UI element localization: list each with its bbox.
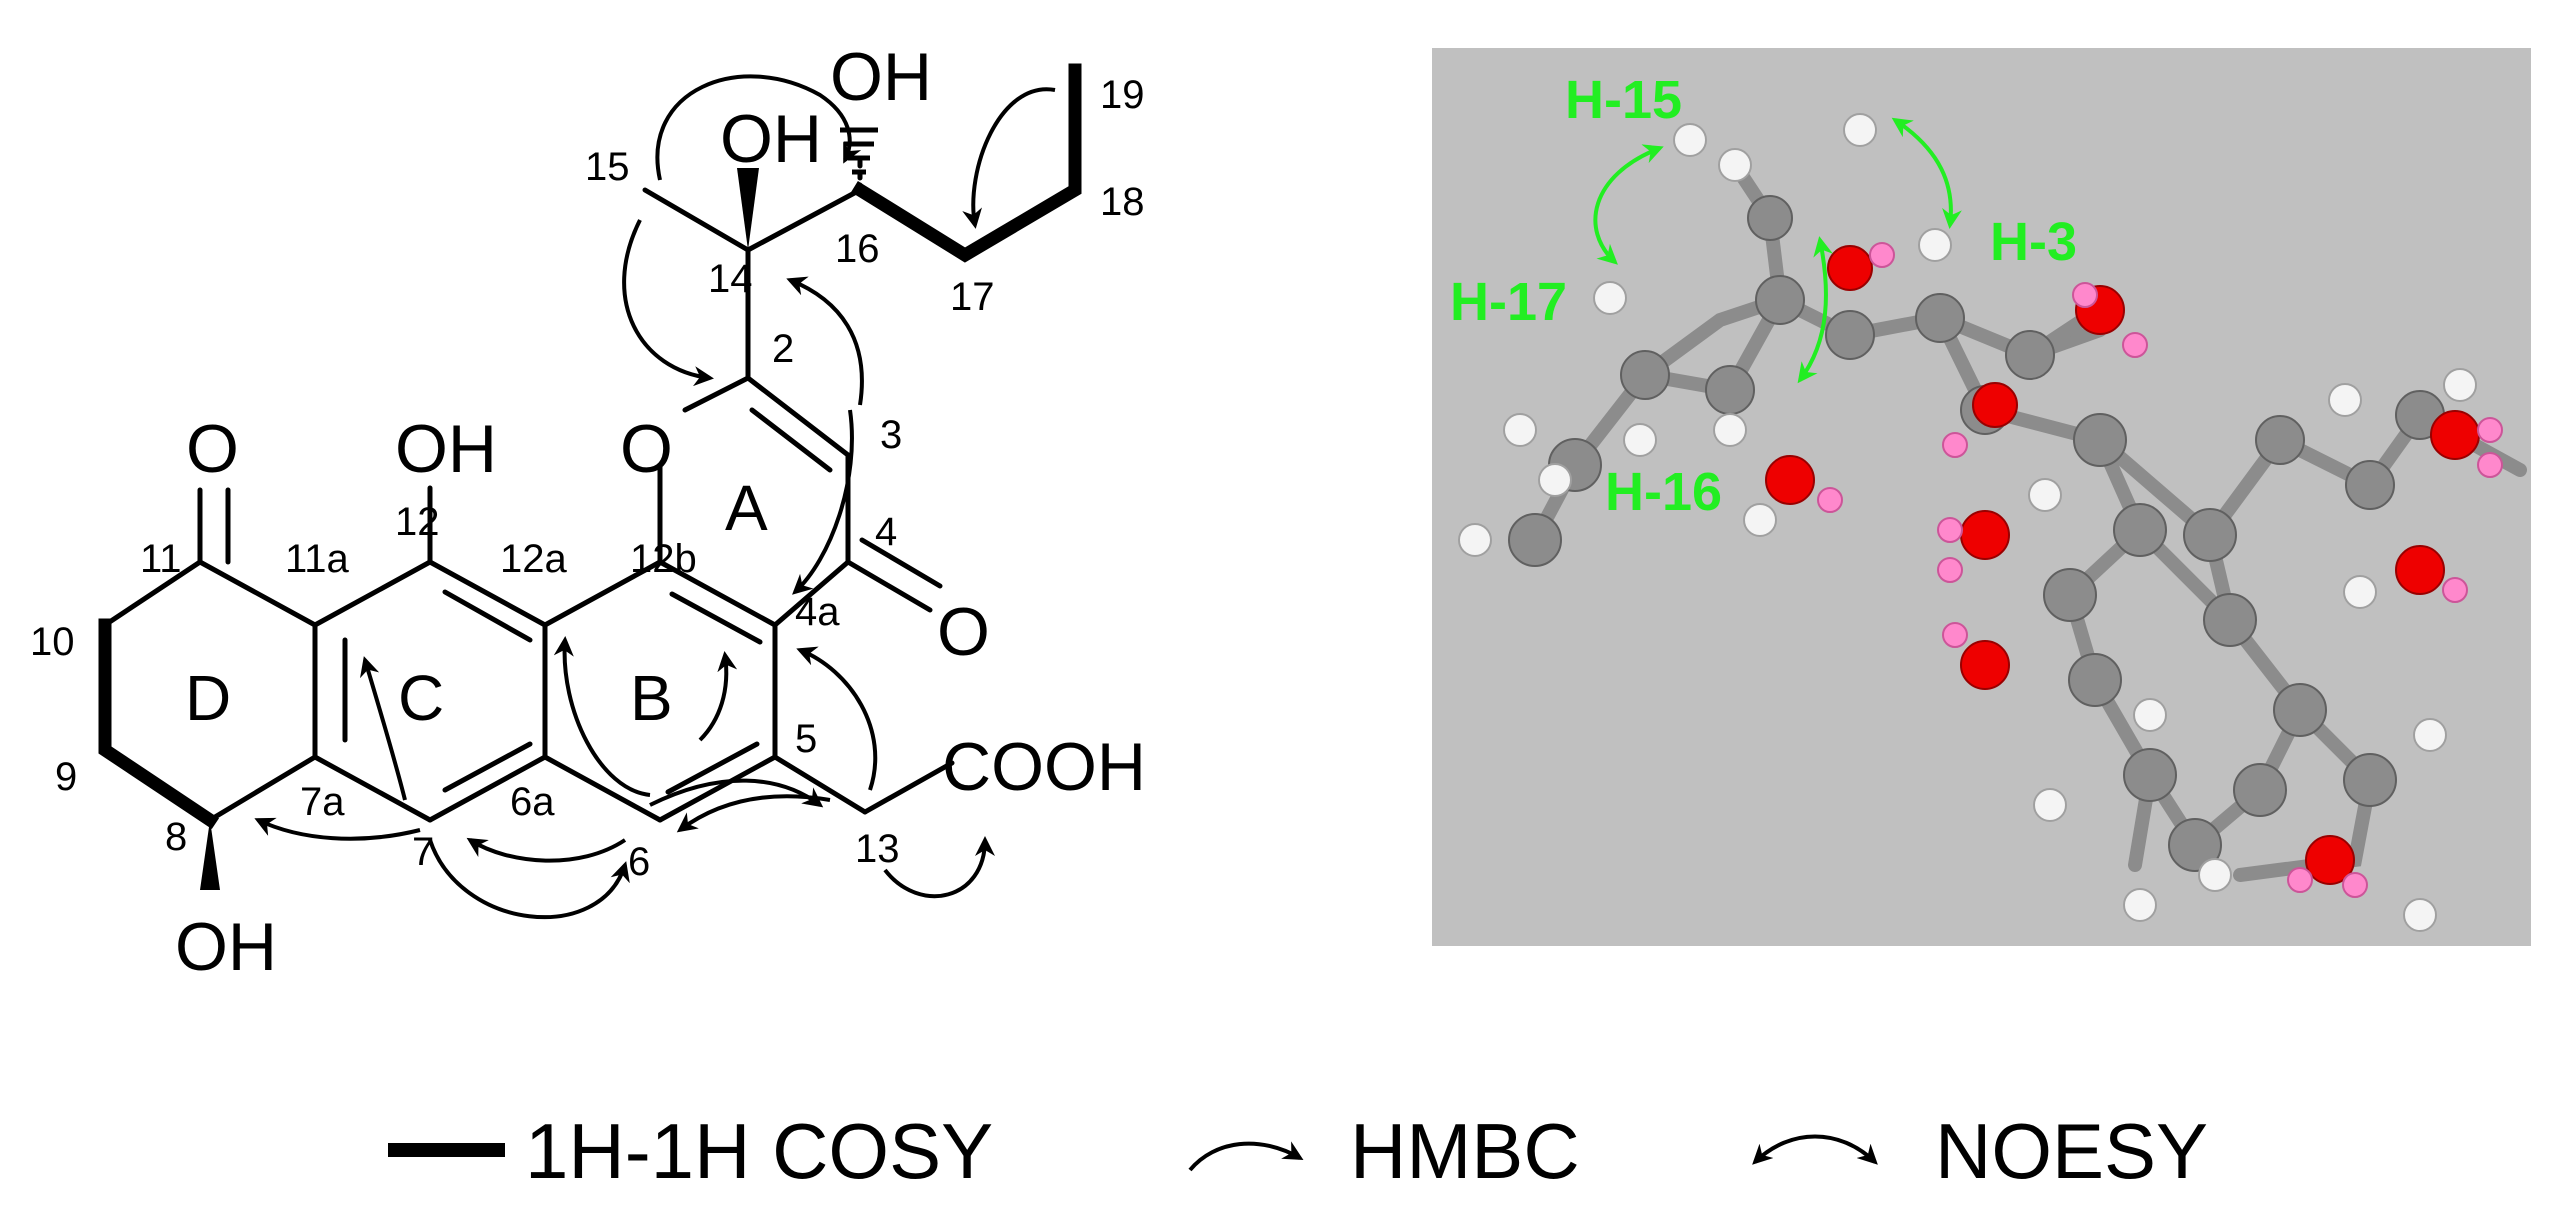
position-7: 7	[412, 830, 434, 874]
hmbc-arrow-13-to-4a	[796, 646, 878, 791]
atom-oh12: OH	[395, 411, 497, 487]
position-14: 14	[708, 257, 753, 301]
position-4a: 4a	[795, 590, 840, 634]
legend: 1H-1H COSY HMBC NOESY	[388, 1107, 2208, 1195]
position-11a: 11a	[285, 537, 350, 581]
atom-o4: O	[937, 594, 990, 670]
position-12a: 12a	[500, 537, 567, 581]
noe-label-h15: H-15	[1565, 70, 1682, 130]
noe-label-h16: H-16	[1605, 462, 1722, 522]
noe-label-h3: H-3	[1990, 212, 2077, 272]
position-16: 16	[835, 227, 880, 271]
position-17: 17	[950, 275, 995, 319]
model-3d-panel: H-15 H-3 H-17 H-16	[1432, 48, 2531, 946]
legend-hmbc-swatch	[1188, 1141, 1304, 1172]
legend-noesy-swatch	[1752, 1134, 1878, 1165]
skeleton-bonds	[102, 127, 955, 890]
atom-cooh: COOH	[942, 729, 1146, 805]
atom-oh14: OH	[720, 101, 822, 177]
hmbc-arrows	[254, 74, 1056, 920]
position-18: 18	[1100, 180, 1145, 224]
hmbc-arrow-7-to-8	[254, 817, 421, 841]
model-carbon-atoms	[1508, 195, 2445, 872]
hmbc-arrow-7-to-11a	[360, 656, 407, 801]
ring-label-b: B	[630, 662, 673, 734]
position-11: 11	[140, 537, 182, 581]
hmbc-arrow-6-to-13	[649, 778, 824, 808]
atom-o-ring: O	[620, 411, 673, 487]
position-6a: 6a	[510, 780, 555, 824]
cosy-bonds	[98, 63, 1082, 830]
model-oxygen-atoms	[1765, 245, 2480, 885]
position-19: 19	[1100, 73, 1145, 117]
model-hydroxyl-hydrogens	[1817, 242, 2503, 898]
ring-label-c: C	[398, 662, 444, 734]
atom-o11: O	[186, 411, 239, 487]
position-4: 4	[875, 510, 897, 554]
position-numbers: 2 3 4 4a 5 6 6a 7 7a 8 9 10 11 11a 12 12…	[30, 73, 1145, 884]
atom-oh16: OH	[830, 39, 932, 115]
hmbc-arrow-15-to-2	[622, 219, 714, 387]
noesy-arrows-3d	[1593, 117, 1962, 384]
hmbc-arrow-15-to-14	[655, 74, 862, 181]
position-13: 13	[855, 827, 900, 871]
position-12b: 12b	[630, 537, 697, 581]
position-15: 15	[585, 145, 630, 189]
position-5: 5	[795, 717, 817, 761]
ring-label-a: A	[725, 472, 768, 544]
atom-oh8: OH	[175, 909, 277, 985]
legend-hmbc-label: HMBC	[1350, 1107, 1580, 1195]
hmbc-arrow-13-to-6	[676, 794, 831, 833]
ring-label-d: D	[185, 662, 231, 734]
hmbc-arrow-6-to-12b	[553, 636, 651, 797]
position-8: 8	[165, 815, 187, 859]
position-6: 6	[628, 840, 650, 884]
position-10: 10	[30, 620, 75, 664]
atom-labels: O OH O O OH OH OH COOH	[175, 39, 1146, 985]
hmbc-arrow-19-to-17	[962, 87, 1056, 229]
position-2: 2	[772, 327, 794, 371]
ring-labels: A B C D	[185, 472, 768, 734]
position-7a: 7a	[300, 780, 345, 824]
hmbc-arrow-3-to-14	[786, 276, 864, 406]
position-3: 3	[880, 413, 902, 457]
noe-labels: H-15 H-3 H-17 H-16	[1450, 70, 2077, 522]
hmbc-arrow-13-to-cooh	[883, 836, 995, 898]
chemical-structure: O OH O O OH OH OH COOH A B C D 2 3 4 4a …	[30, 39, 1146, 985]
hmbc-arrow-6-to-12a	[698, 651, 738, 742]
legend-cosy-label: 1H-1H COSY	[525, 1107, 993, 1195]
hmbc-arrow-3-to-4a	[792, 409, 854, 595]
model-hydrogen-atoms	[1458, 113, 2477, 932]
position-12: 12	[395, 500, 440, 544]
legend-noesy-label: NOESY	[1935, 1107, 2208, 1195]
hmbc-arrow-6-to-6a	[466, 837, 627, 863]
position-9: 9	[55, 755, 77, 799]
hmbc-arrow-7-to-6	[428, 839, 630, 920]
noe-label-h17: H-17	[1450, 272, 1567, 332]
